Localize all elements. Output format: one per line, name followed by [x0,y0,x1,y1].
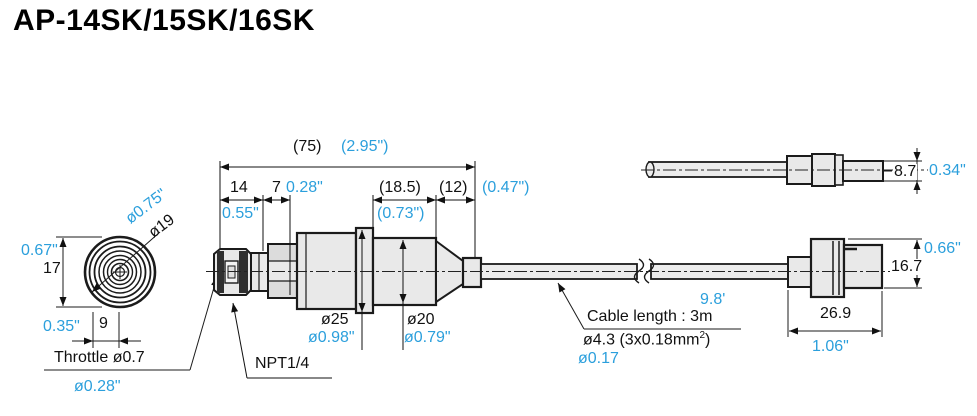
connector-bottom-height-inch-label: 0.66" [924,240,961,257]
flange-dia-mm-label: ø25 [321,311,349,328]
cone-length-inch-label: (0.47") [482,179,530,196]
front-height-inch-label: 0.67" [21,242,58,259]
side-view-dimensions [219,161,476,379]
thread-length-inch-label: 0.55" [222,205,259,222]
cable-dia-inch-label: ø0.17 [578,350,619,367]
front-width-inch-label: 0.35" [43,318,80,335]
flange-dia-inch-label: ø0.98" [308,329,355,346]
cable-dia-superscript: 2 [699,330,706,341]
cable-dia-mm-label: ø4.3 (3x0.18mm2) [583,331,710,348]
body-length-mm-label: (18.5) [379,179,421,196]
cable-length-feet-label: 9.8' [700,291,726,308]
body-length-inch-label: (0.73") [377,205,425,222]
connector-top-view [645,148,922,194]
npt-thread-label: NPT1/4 [255,355,310,372]
body-dia-mm-label: ø20 [407,311,435,328]
thread-length-mm-label: 14 [230,179,248,196]
side-view-body [213,226,483,315]
front-height-mm-label: 17 [43,260,61,277]
connector-bottom-width-mm-label: 26.9 [820,305,852,322]
connector-bottom-height-mm-label: 16.7 [890,258,924,275]
throttle-label: Throttle ø0.7 [54,349,145,366]
throttle-inch-label: ø0.28" [74,378,121,395]
overall-length-mm-label: (75) [293,138,322,155]
body-dia-inch-label: ø0.79" [404,329,451,346]
overall-length-inch-label: (2.95") [341,138,389,155]
front-view [44,231,218,371]
connector-bottom-width-inch-label: 1.06" [812,338,849,355]
cable-dia-suffix: ) [705,331,711,349]
page-title: AP-14SK/15SK/16SK [13,4,315,37]
connector-bottom-view [787,237,922,337]
cone-length-mm-label: (12) [439,179,468,196]
connector-top-height-inch-label: 0.34" [929,162,966,179]
cable-length-label: Cable length : 3m [587,308,713,325]
neck-length-mm-label: 7 [272,179,281,196]
centerlines [206,169,928,272]
cable-dia-prefix: ø4.3 (3x0.18mm [583,331,700,349]
connector-top-height-mm-label: 8.7 [893,163,918,180]
front-width-mm-label: 9 [99,315,108,332]
neck-length-inch-label: 0.28" [286,179,323,196]
